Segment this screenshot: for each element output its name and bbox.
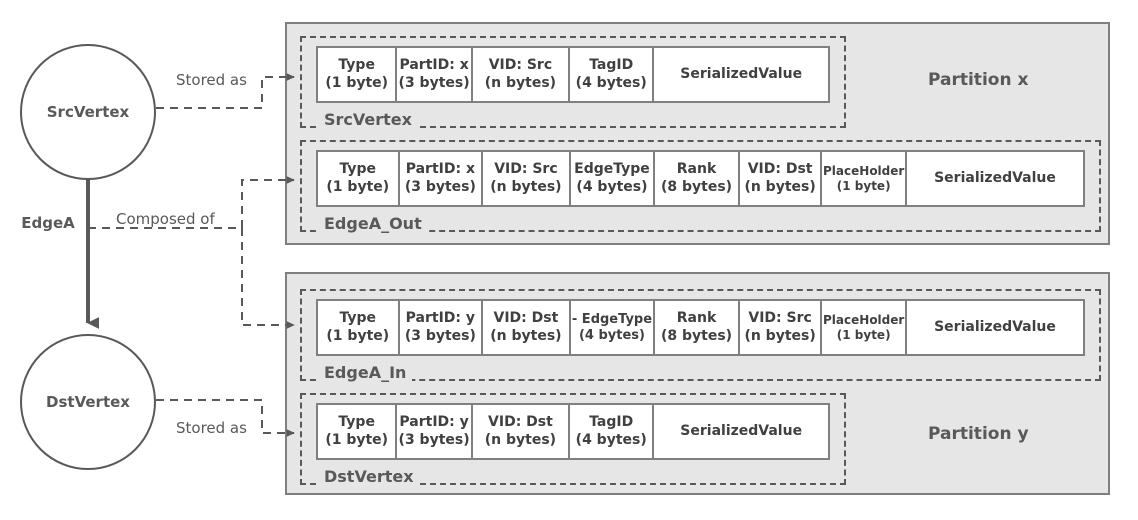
cell-line2: (8 bytes): [660, 178, 733, 195]
cell-serializedvalue: SerializedValue: [654, 48, 828, 101]
cell-line1: Type: [338, 414, 375, 431]
cell-type: Type (1 byte): [318, 301, 400, 354]
cell-serializedvalue: SerializedValue: [907, 152, 1083, 205]
cell-line1: SerializedValue: [934, 318, 1056, 335]
cell-line1: EdgeType: [574, 161, 650, 178]
cell-vid-src: VID: Src (n bytes): [740, 301, 823, 354]
cell-partid: PartID: y (3 bytes): [397, 405, 473, 458]
group-dstvertex-box: [300, 393, 846, 485]
cell-line1: PlaceHolder: [823, 163, 905, 178]
cell-line2: (n bytes): [744, 327, 816, 344]
connector-composed-of-in: [241, 228, 295, 329]
cell-partid: PartID: x (3 bytes): [397, 48, 473, 101]
cell-line1: Type: [339, 310, 377, 327]
cell-type: Type (1 byte): [318, 48, 398, 101]
cell-line2: (1 byte): [325, 431, 389, 448]
cell-line1: VID: Dst: [488, 414, 553, 431]
cell-line1: VID: Dst: [493, 310, 559, 327]
cell-vid-dst: VID: Dst (n bytes): [483, 301, 571, 354]
cell-edgetype: EdgeType (4 bytes): [571, 152, 656, 205]
cell-type: Type (1 byte): [318, 152, 400, 205]
cell-line1: Rank: [676, 310, 717, 327]
partition-x-title: Partition x: [928, 70, 1029, 90]
node-dstvertexance-label: DstVertex: [46, 393, 130, 411]
cell-line2: (3 bytes): [398, 74, 470, 91]
cell-placeholder: PlaceHolder (1 byte): [822, 152, 907, 205]
cell-rank: Rank (8 bytes): [655, 301, 740, 354]
row-srcvertex: Type (1 byte) PartID: x (3 bytes) VID: S…: [316, 46, 830, 103]
cell-line1: VID: Src: [494, 161, 558, 178]
cell-line2: (4 bytes): [575, 74, 647, 91]
cell-line1: SerializedValue: [680, 65, 803, 82]
cell-line1: SerializedValue: [934, 169, 1056, 186]
cell-line2: (8 bytes): [660, 327, 733, 344]
cell-line1: VID: Src: [488, 57, 553, 74]
cell-line1: VID: Dst: [747, 161, 813, 178]
node-srcvertex-label: SrcVertex: [47, 103, 130, 121]
cell-line2: (1 byte): [326, 178, 390, 195]
cell-line2: (1 byte): [326, 327, 390, 344]
cell-line2: (n bytes): [490, 178, 562, 195]
cell-serializedvalue: SerializedValue: [654, 405, 828, 458]
connector-composed-of-out: [88, 176, 295, 229]
cell-line2: (1 byte): [836, 327, 891, 342]
cell-line1: PartID: y: [399, 414, 469, 431]
cell-placeholder: PlaceHolder (1 byte): [822, 301, 907, 354]
cell-line2: (n bytes): [484, 74, 557, 91]
cell-type: Type (1 byte): [318, 405, 398, 458]
row-edgea-in: Type (1 byte) PartID: y (3 bytes) VID: D…: [316, 299, 1085, 356]
cell-line1: PartID: x: [399, 57, 469, 74]
cell-neg-edgetype: - EdgeType (4 bytes): [571, 301, 656, 354]
connector-label-stored-as-top: Stored as: [176, 71, 247, 89]
cell-line2: (4 bytes): [575, 431, 647, 448]
connector-label-stored-as-bottom: Stored as: [176, 419, 247, 437]
cell-line2: (4 bytes): [576, 178, 648, 195]
cell-line2: (3 bytes): [398, 431, 470, 448]
cell-vid-dst: VID: Dst (n bytes): [740, 152, 823, 205]
edge-label-edgea: EdgeA: [21, 214, 75, 232]
connector-stored-as-bottom: [156, 399, 295, 437]
cell-line2: (1 byte): [325, 74, 389, 91]
group-label-edgea-out: EdgeA_Out: [318, 214, 428, 233]
cell-serializedvalue: SerializedValue: [907, 301, 1083, 354]
cell-line1: PlaceHolder: [823, 312, 905, 327]
cell-line2: (4 bytes): [578, 327, 645, 343]
partition-y-title: Partition y: [928, 424, 1029, 444]
cell-tagid: TagID (4 bytes): [570, 48, 655, 101]
cell-partid: PartID: y (3 bytes): [400, 301, 484, 354]
group-label-srcvertex: SrcVertex: [318, 110, 418, 129]
cell-line1: - EdgeType: [571, 311, 653, 327]
cell-vid-src: VID: Src (n bytes): [483, 152, 571, 205]
node-dstvertex-circle: [20, 334, 156, 470]
group-label-dstvertex: DstVertex: [318, 467, 420, 486]
cell-line2: (1 byte): [836, 178, 891, 193]
cell-line2: (n bytes): [484, 431, 557, 448]
cell-line1: Rank: [676, 161, 717, 178]
cell-line1: TagID: [589, 57, 634, 74]
cell-line2: (n bytes): [744, 178, 816, 195]
cell-tagid: TagID (4 bytes): [570, 405, 655, 458]
group-edgea-in-box: [300, 289, 1101, 381]
cell-line2: (n bytes): [490, 327, 562, 344]
cell-line2: (3 bytes): [404, 178, 476, 195]
cell-vid-dst: VID: Dst (n bytes): [473, 405, 571, 458]
group-srcvertex-box: [300, 36, 846, 128]
cell-line1: TagID: [589, 414, 634, 431]
cell-line1: PartID: x: [405, 161, 475, 178]
cell-vid-src: VID: Src (n bytes): [473, 48, 571, 101]
group-edgea-out-box: [300, 140, 1101, 232]
cell-line1: VID: Src: [748, 310, 812, 327]
cell-line2: (3 bytes): [404, 327, 476, 344]
cell-line1: Type: [339, 161, 377, 178]
cell-line1: Type: [338, 57, 375, 74]
row-edgea-out: Type (1 byte) PartID: x (3 bytes) VID: S…: [316, 150, 1085, 207]
connector-label-composed-of: Composed of: [116, 210, 215, 228]
cell-partid: PartID: x (3 bytes): [400, 152, 484, 205]
group-label-edgea-in: EdgeA_In: [318, 363, 413, 382]
cell-line1: PartID: y: [405, 310, 476, 327]
cell-rank: Rank (8 bytes): [655, 152, 740, 205]
cell-line1: SerializedValue: [680, 422, 803, 439]
row-dstvertex: Type (1 byte) PartID: y (3 bytes) VID: D…: [316, 403, 830, 460]
